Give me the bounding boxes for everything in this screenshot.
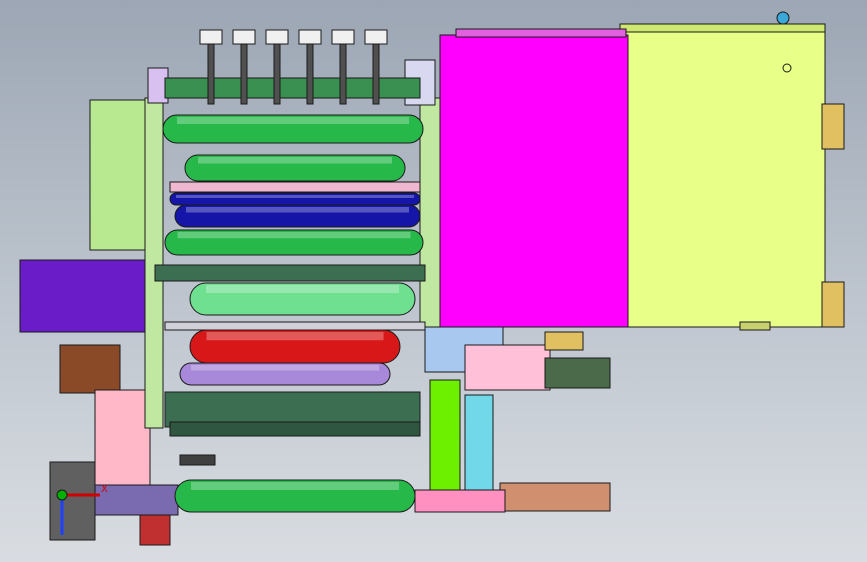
top-roller-2-body xyxy=(184,154,406,182)
knife-holder-arm xyxy=(339,43,347,105)
triad-x-label: X xyxy=(101,484,108,495)
knife-holder-arm xyxy=(207,43,215,105)
blue-roller-2-body xyxy=(174,204,421,228)
blue-roller-1-highlight xyxy=(176,195,414,198)
knife-holder-head xyxy=(199,29,223,45)
left-lower-bracket xyxy=(94,389,151,486)
unwind-roller-highlight xyxy=(191,482,399,490)
blue-roller-2 xyxy=(174,204,421,228)
top-roller-1 xyxy=(162,114,424,144)
knife-holder-head xyxy=(298,29,322,45)
knife-holder-arm xyxy=(240,43,248,105)
rewind-shaft-frame xyxy=(164,391,421,428)
blue-roller-2-highlight xyxy=(186,207,409,213)
middle-roller-highlight xyxy=(177,232,411,239)
knife-holder-arm xyxy=(372,43,380,105)
knife-holder-arm xyxy=(306,43,314,105)
left-shaft-mount xyxy=(87,484,179,516)
triad-y-axis xyxy=(56,489,68,501)
rewind-shaft xyxy=(169,421,421,437)
blue-roller-1-body xyxy=(169,192,421,206)
cabinet-foot xyxy=(739,321,771,331)
upper-tension-bar xyxy=(169,181,421,193)
knife-holder-arm xyxy=(273,43,281,105)
pneumatic-cylinder xyxy=(499,482,611,512)
middle-roller xyxy=(164,229,424,256)
side-cover-top-edge xyxy=(455,28,627,38)
blue-roller-1 xyxy=(169,192,421,206)
cross-shaft xyxy=(154,264,426,282)
knife-holder-head xyxy=(364,29,388,45)
left-gear-box xyxy=(89,99,149,251)
left-side-plate xyxy=(144,97,164,429)
foot-pedal xyxy=(139,514,171,546)
knife-holder-head xyxy=(331,29,355,45)
cabinet-top-knob xyxy=(776,11,790,25)
left-motor-housing xyxy=(19,259,151,333)
side-cover-panel xyxy=(439,34,629,328)
red-roller-highlight xyxy=(206,332,384,341)
lavender-roller xyxy=(179,362,391,386)
bottom-clamp xyxy=(179,454,216,466)
pressure-roller xyxy=(189,282,416,316)
right-drive-motor xyxy=(544,357,611,389)
cabinet-screw xyxy=(782,63,792,73)
knife-holder-head xyxy=(232,29,256,45)
lavender-roller-highlight xyxy=(191,365,379,371)
right-tension-arm xyxy=(464,344,551,391)
pressure-roller-body xyxy=(189,282,416,316)
lavender-roller-body xyxy=(179,362,391,386)
top-roller-1-highlight xyxy=(177,117,409,124)
middle-roller-body xyxy=(164,229,424,256)
cabinet-hinge-bottom xyxy=(821,281,845,328)
unwind-roller xyxy=(174,479,416,513)
top-roller-1-body xyxy=(162,114,424,144)
unwind-roll xyxy=(49,461,96,541)
cylinder-bracket xyxy=(464,394,494,491)
cylinder-rod-mount xyxy=(414,489,506,513)
top-roller-2-highlight xyxy=(198,157,392,164)
knife-shaft xyxy=(164,77,421,99)
right-lower-plate xyxy=(429,379,461,501)
pressure-roller-highlight xyxy=(206,285,399,293)
guide-bar xyxy=(164,321,426,331)
left-bearing-block xyxy=(59,344,121,394)
top-roller-2 xyxy=(184,154,406,182)
electrical-cabinet xyxy=(624,26,826,328)
cabinet-hinge-top xyxy=(821,103,845,150)
right-drive-bracket xyxy=(544,331,584,351)
knife-holder-head xyxy=(265,29,289,45)
red-roller xyxy=(189,329,401,364)
cabinet-top-lid xyxy=(619,23,826,33)
